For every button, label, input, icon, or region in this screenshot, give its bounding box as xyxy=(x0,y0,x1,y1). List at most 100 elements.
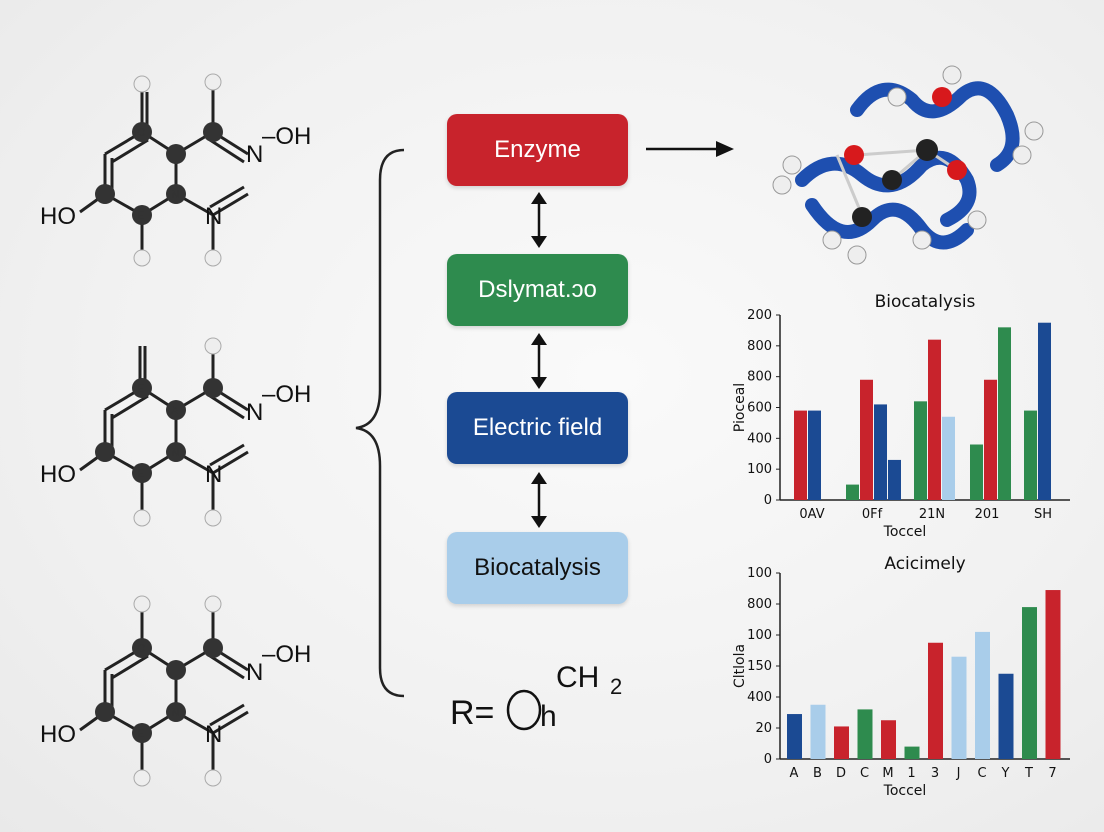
bar xyxy=(888,459,901,500)
x-axis-label: Toccel xyxy=(883,524,927,540)
bar xyxy=(975,631,990,759)
molecule-3-inner-mid: N xyxy=(171,706,179,719)
molecule-3-oh-label: –OH xyxy=(262,641,311,668)
bar xyxy=(808,410,821,500)
molecule-1-n-label: N xyxy=(205,203,222,230)
x-tick-label: 7 xyxy=(1048,766,1056,781)
molecule-1-inner-bot: E xyxy=(137,209,144,222)
molecule-2-n-label: N xyxy=(205,461,222,488)
x-tick-label: A xyxy=(790,766,799,781)
molecule-1-ho-label: HO xyxy=(40,203,76,230)
flow-box-enzyme-label: Enzyme xyxy=(494,136,581,163)
bar xyxy=(794,410,807,500)
flow-box-dslymat-label: Dslymat.ɔo xyxy=(478,276,597,303)
x-tick-label: SH xyxy=(1034,507,1052,522)
x-tick-label: D xyxy=(836,766,846,781)
molecule-2-inner-mid: A xyxy=(171,404,179,417)
chart-title: Acicimely xyxy=(884,554,965,574)
x-tick-label: C xyxy=(860,766,869,781)
y-tick-label: 150 xyxy=(747,659,772,674)
molecule-3: O N E N –OH HO N xyxy=(0,592,360,822)
bar xyxy=(846,484,859,500)
molecule-3-inner-bot: E xyxy=(137,727,144,740)
flow-box-dslymat: Dslymat.ɔo xyxy=(447,254,628,326)
y-tick-label: 400 xyxy=(747,690,772,705)
molecule-3-structure: O N E N –OH HO N xyxy=(40,595,311,787)
bar xyxy=(857,709,873,759)
flow-box-biocatalysis-label: Biocatalysis xyxy=(474,554,601,581)
bar xyxy=(998,327,1011,500)
flow-box-enzyme: Enzyme xyxy=(447,114,628,186)
bar xyxy=(881,720,896,759)
bar xyxy=(810,704,826,759)
y-tick-label: 0 xyxy=(764,752,772,767)
molecule-2-n-oh-label: N xyxy=(246,399,263,426)
chart-title: Biocatalysis xyxy=(875,292,976,312)
x-tick-label: M xyxy=(882,766,893,781)
bar xyxy=(787,714,802,759)
x-tick-label: J xyxy=(956,766,961,781)
bar xyxy=(984,379,997,500)
molecule-2: E A N E N –OH HO N xyxy=(0,332,360,562)
y-tick-label: 200 xyxy=(747,308,772,323)
bar xyxy=(1022,607,1037,759)
x-tick-label: 201 xyxy=(975,507,1000,522)
x-tick-label: 21N xyxy=(919,507,945,522)
curly-brace xyxy=(355,148,405,698)
bar xyxy=(942,416,955,500)
x-tick-label: 0AV xyxy=(799,507,824,522)
molecule-1-inner-top: O xyxy=(137,126,146,139)
formula-ring-icon xyxy=(506,689,542,731)
bar xyxy=(951,656,967,759)
bar xyxy=(928,339,941,500)
molecule-1-n-oh-label: N xyxy=(246,141,263,168)
molecule-2-inner-top: E xyxy=(137,382,144,395)
molecule-3-inner-top: O xyxy=(137,642,146,655)
y-axis-label: Pioceal xyxy=(732,383,748,432)
molecule-1-oh-label: –OH xyxy=(262,123,311,150)
x-tick-label: 3 xyxy=(931,766,939,781)
bar xyxy=(904,746,920,759)
y-tick-label: 600 xyxy=(747,401,772,416)
x-axis-label: Toccel xyxy=(883,783,927,799)
molecule-1-structure: O N E N –OH HO N xyxy=(40,73,311,267)
double-arrow-icon-2 xyxy=(531,333,547,389)
y-tick-label: 400 xyxy=(747,431,772,446)
y-tick-label: 100 xyxy=(747,462,772,477)
molecule-1: O N E N –OH HO N xyxy=(0,72,360,302)
molecule-2-structure: E A N E N –OH HO N xyxy=(40,337,311,527)
bar xyxy=(1024,410,1037,500)
bar xyxy=(874,404,887,500)
bar xyxy=(1045,590,1061,759)
y-tick-label: 100 xyxy=(747,566,772,581)
y-tick-label: 20 xyxy=(755,721,772,736)
flow-box-electric-field: Electric field xyxy=(447,392,628,464)
molecule-2-inner-mid2: N xyxy=(171,446,179,459)
bar xyxy=(914,401,927,500)
formula-sub: h xyxy=(540,700,557,733)
y-tick-label: 0 xyxy=(764,493,772,508)
bar xyxy=(1038,322,1051,500)
double-arrow-icon-3 xyxy=(531,472,547,528)
formula-sup-sub: 2 xyxy=(610,674,622,699)
formula: R= h CH 2 xyxy=(450,661,622,733)
x-tick-label: Y xyxy=(1001,766,1010,781)
molecule-3-n-label: N xyxy=(205,721,222,748)
bar xyxy=(970,444,983,500)
formula-main: R= xyxy=(450,694,494,732)
flow-box-biocatalysis: Biocatalysis xyxy=(447,532,628,604)
protein-structure-icon xyxy=(772,65,1044,265)
x-tick-label: C xyxy=(977,766,986,781)
formula-sup: CH xyxy=(556,661,599,694)
y-tick-label: 800 xyxy=(747,370,772,385)
molecule-2-ho-label: HO xyxy=(40,461,76,488)
x-tick-label: 1 xyxy=(907,766,915,781)
y-tick-label: 800 xyxy=(747,339,772,354)
x-tick-label: T xyxy=(1024,766,1033,781)
bar xyxy=(834,726,849,759)
bar xyxy=(928,642,943,759)
molecule-3-ho-label: HO xyxy=(40,721,76,748)
x-tick-label: B xyxy=(813,766,822,781)
